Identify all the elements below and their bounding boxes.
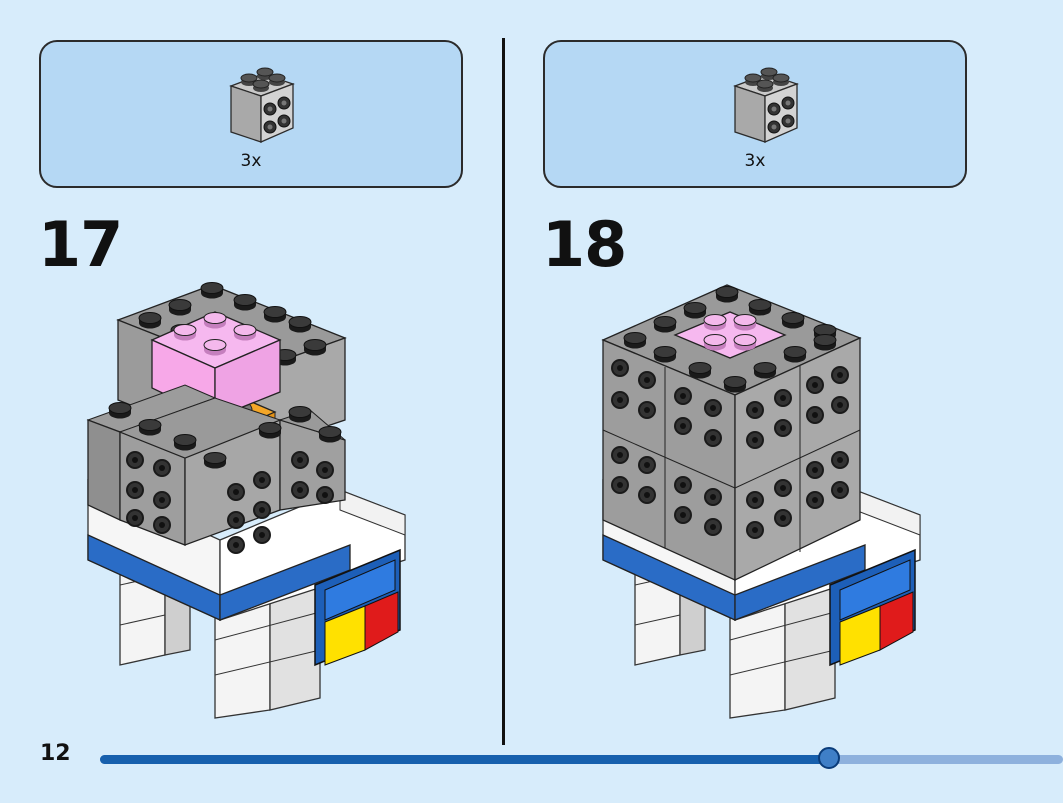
gray-2x2-brick-with-studs-on-side-icon (734, 67, 798, 143)
progress-fill (100, 755, 829, 764)
step-number: 17 (38, 208, 123, 281)
parts-callout-step-17: 3x (39, 40, 463, 188)
step-divider (502, 38, 505, 745)
model-illustration-step-18 (601, 284, 921, 719)
progress-bar (100, 747, 1063, 769)
parts-callout-step-18: 3x (543, 40, 967, 188)
step-number: 18 (542, 208, 627, 281)
progress-knob (818, 747, 840, 769)
page-number: 12 (40, 741, 71, 766)
part-quantity: 3x (240, 151, 262, 171)
model-illustration-step-17 (86, 282, 406, 719)
gray-2x2-brick-with-studs-on-side-icon (230, 67, 294, 143)
part-quantity: 3x (744, 151, 766, 171)
